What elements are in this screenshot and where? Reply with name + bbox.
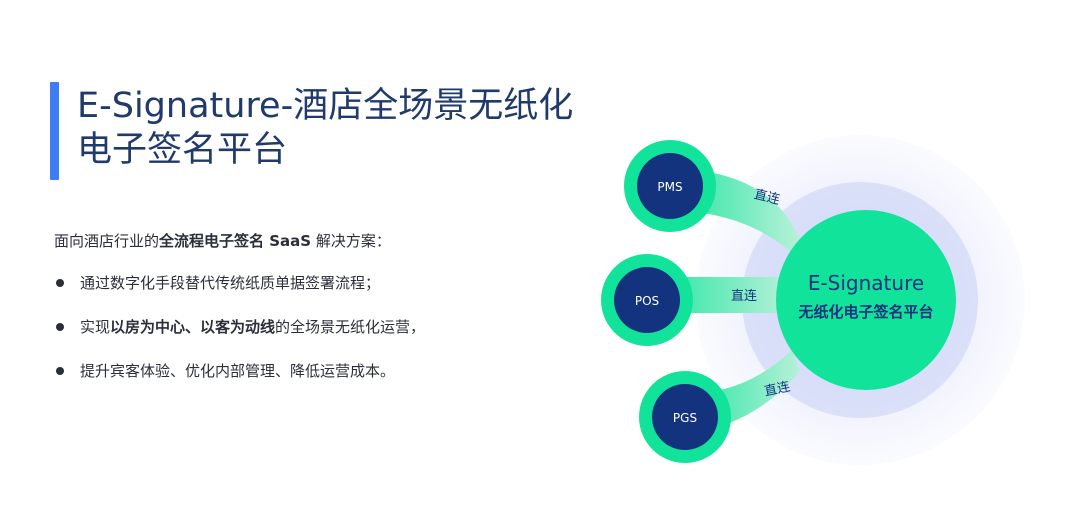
hub-circle	[776, 210, 956, 390]
feature-item: 提升宾客体验、优化内部管理、降低运营成本。	[54, 354, 425, 398]
hub-title: E-Signature	[808, 271, 924, 295]
bullet-dot	[56, 367, 64, 375]
feature-text: 实现	[80, 318, 111, 336]
feature-text: 通过数字化手段替代传统纸质单据签署流程；	[80, 274, 381, 292]
node-pos-core	[614, 267, 680, 333]
page-title-line-1: E-Signature-酒店全场景无纸化	[77, 86, 574, 126]
feature-text: 的全场景无纸化运营，	[275, 318, 426, 336]
integration-diagram: E-Signature 无纸化电子签名平台 PMS POS PGS 直连 直连 …	[601, 135, 1025, 465]
link-pos-label: 直连	[731, 288, 757, 304]
node-pgs-label: PGS	[673, 411, 697, 425]
feature-text: 提升宾客体验、优化内部管理、降低运营成本。	[80, 362, 396, 380]
node-pms-label: PMS	[657, 180, 682, 194]
page-title: E-Signature-酒店全场景无纸化 电子签名平台	[77, 84, 573, 172]
intro-suffix: 解决方案：	[311, 232, 391, 250]
feature-item: 实现以房为中心、以客为动线的全场景无纸化运营，	[54, 310, 425, 354]
intro-prefix: 面向酒店行业的	[54, 232, 160, 250]
feature-list: 通过数字化手段替代传统纸质单据签署流程； 实现以房为中心、以客为动线的全场景无纸化…	[54, 266, 425, 398]
hub-subtitle: 无纸化电子签名平台	[797, 303, 933, 321]
link-pgs-label: 直连	[763, 379, 792, 400]
link-pms-label: 直连	[752, 186, 781, 208]
bullet-dot	[56, 323, 64, 331]
bullet-dot	[56, 279, 64, 287]
feature-text: 以房为中心、以客为动线	[110, 318, 276, 336]
feature-item: 通过数字化手段替代传统纸质单据签署流程；	[54, 266, 425, 310]
node-pos-label: POS	[635, 294, 659, 308]
title-accent-bar	[50, 82, 59, 180]
intro-bold: 全流程电子签名 SaaS	[159, 232, 312, 250]
page-title-line-2: 电子签名平台	[77, 130, 288, 170]
node-pgs-core	[652, 384, 718, 450]
node-pms-core	[637, 153, 703, 219]
intro-text: 面向酒店行业的全流程电子签名 SaaS 解决方案：	[54, 230, 391, 251]
